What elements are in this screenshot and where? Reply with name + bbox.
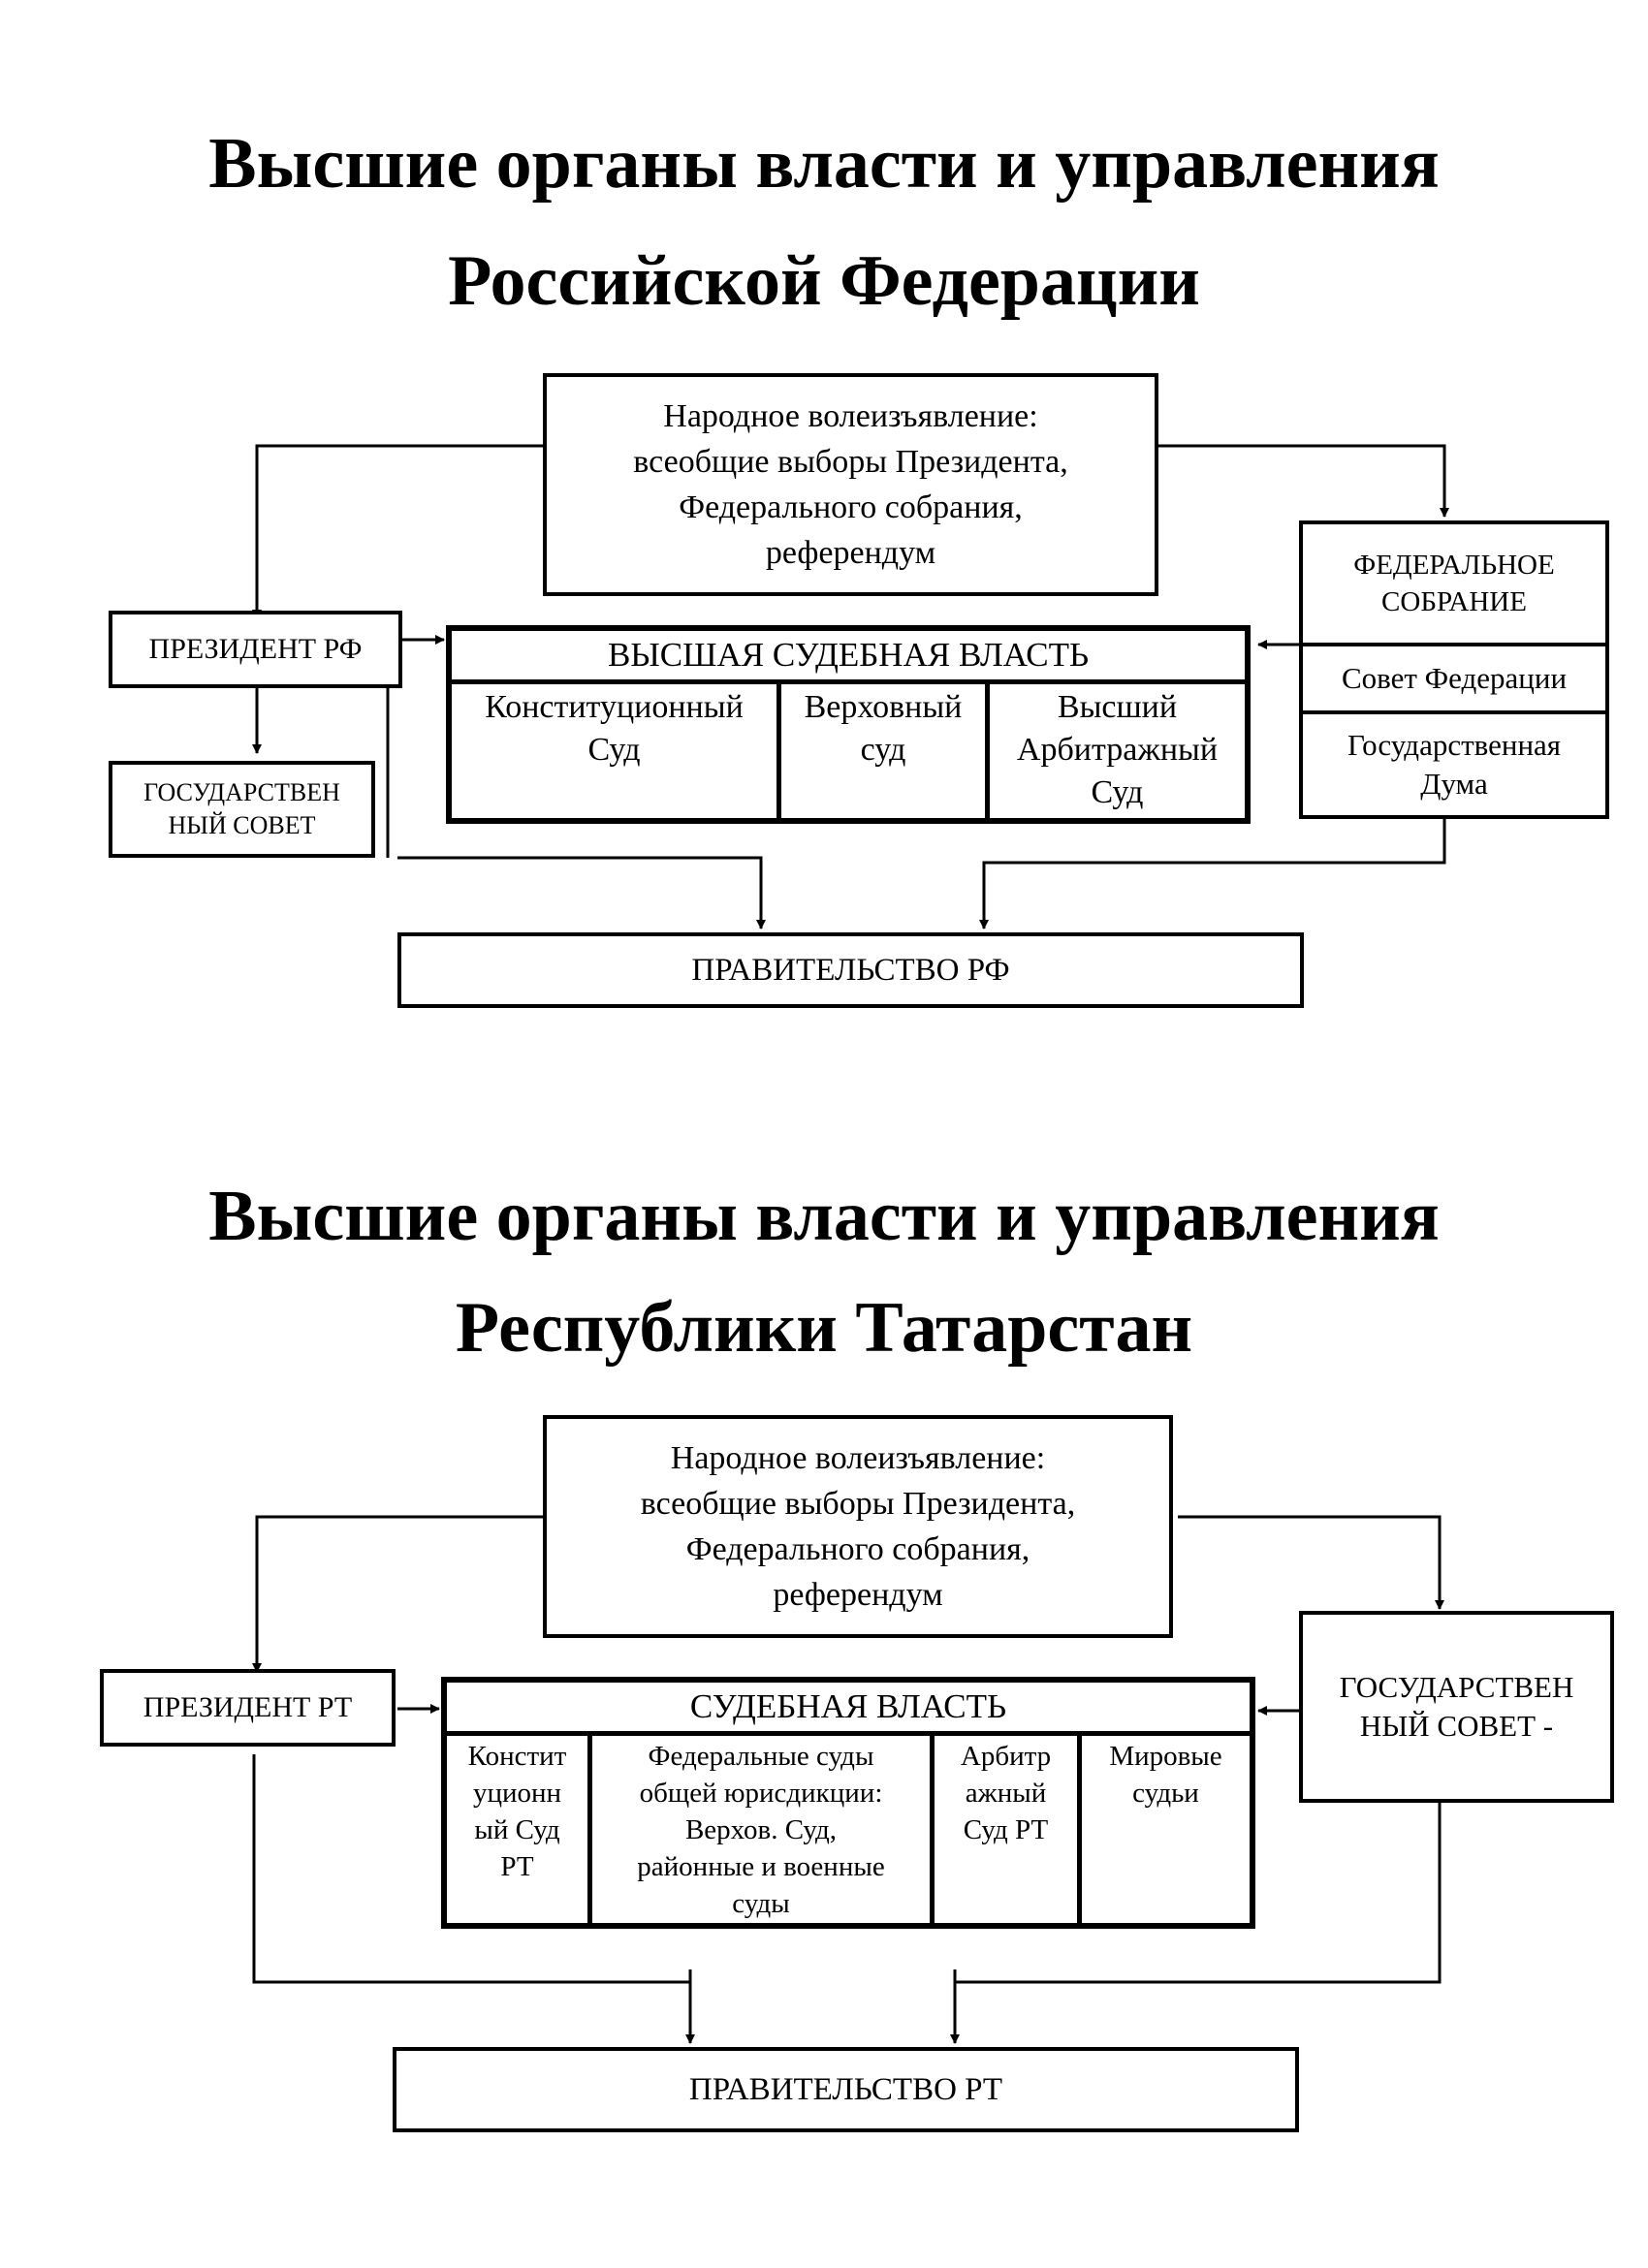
rf-title-line2: Российской Федерации — [448, 241, 1200, 321]
rt-title-line1: Высшие органы власти и управления — [208, 1177, 1440, 1256]
rf-government-label: ПРАВИТЕЛЬСТВО РФ — [691, 952, 1010, 988]
rf-state-council-box: ГОСУДАРСТВЕН НЫЙ СОВЕТ — [109, 761, 375, 858]
rf-state-council-label: ГОСУДАРСТВЕН НЫЙ СОВЕТ — [143, 778, 340, 839]
rf-government-box: ПРАВИТЕЛЬСТВО РФ — [397, 932, 1304, 1008]
rf-president-box: ПРЕЗИДЕНТ РФ — [109, 611, 402, 688]
rf-title-line1: Высшие органы власти и управления — [208, 124, 1440, 204]
rt-president-label: ПРЕЗИДЕНТ РТ — [143, 1691, 353, 1723]
rf-people-box: Народное волеизъявление: всеобщие выборы… — [543, 373, 1158, 596]
rt-court-magistrates: Мировые судьи — [1082, 1736, 1250, 1923]
rf-federation-council-label: Совет Федерации — [1341, 661, 1568, 695]
rf-courts-header: ВЫСШАЯ СУДЕБНАЯ ВЛАСТЬ — [452, 631, 1245, 684]
rt-state-council-box: ГОСУДАРСТВЕН НЫЙ СОВЕТ - — [1299, 1611, 1614, 1803]
rf-federation-council-box: Совет Федерации — [1299, 643, 1609, 714]
rt-courts-box: СУДЕБНАЯ ВЛАСТЬ Констит уционн ый Суд РТ… — [441, 1677, 1255, 1929]
rf-state-duma-box: Государственная Дума — [1299, 710, 1609, 819]
rf-court-arbitration: Высший Арбитражный Суд — [990, 684, 1245, 818]
rt-court-arbitration: Арбитр ажный Суд РТ — [935, 1736, 1082, 1923]
rt-court-constitutional-label: Констит уционн ый Суд РТ — [467, 1741, 567, 1882]
rt-government-box: ПРАВИТЕЛЬСТВО РТ — [393, 2047, 1299, 2132]
rf-court-supreme: Верховный суд — [781, 684, 990, 818]
rt-court-federal-general-label: Федеральные суды общей юрисдикции: Верхо… — [637, 1741, 885, 1919]
rt-court-arbitration-label: Арбитр ажный Суд РТ — [960, 1741, 1052, 1845]
rf-federal-assembly-box: ФЕДЕРАЛЬНОЕ СОБРАНИЕ — [1299, 520, 1609, 646]
rt-president-box: ПРЕЗИДЕНТ РТ — [100, 1669, 396, 1747]
rt-court-federal-general: Федеральные суды общей юрисдикции: Верхо… — [592, 1736, 935, 1923]
rf-court-constitutional-label: Конституционный Суд — [485, 689, 744, 768]
rt-court-constitutional: Констит уционн ый Суд РТ — [447, 1736, 592, 1923]
rt-government-label: ПРАВИТЕЛЬСТВО РТ — [688, 2071, 1003, 2107]
rt-title-line2: Республики Татарстан — [455, 1288, 1193, 1368]
rf-people-text: Народное волеизъявление: всеобщие выборы… — [633, 398, 1068, 571]
rt-court-magistrates-label: Мировые судьи — [1109, 1741, 1222, 1809]
rf-court-arbitration-label: Высший Арбитражный Суд — [1016, 689, 1219, 810]
rt-people-text: Народное волеизъявление: всеобщие выборы… — [640, 1440, 1076, 1613]
rf-courts-box: ВЫСШАЯ СУДЕБНАЯ ВЛАСТЬ Конституционный С… — [446, 625, 1251, 824]
rf-court-supreme-label: Верховный суд — [804, 689, 963, 768]
rf-federal-assembly-label: ФЕДЕРАЛЬНОЕ СОБРАНИЕ — [1353, 550, 1555, 617]
rf-state-duma-label: Государственная Дума — [1347, 728, 1562, 801]
rt-courts-header: СУДЕБНАЯ ВЛАСТЬ — [447, 1683, 1250, 1736]
rt-people-box: Народное волеизъявление: всеобщие выборы… — [543, 1415, 1173, 1638]
rf-court-constitutional: Конституционный Суд — [452, 684, 781, 818]
rf-president-label: ПРЕЗИДЕНТ РФ — [148, 633, 363, 665]
rt-state-council-label: ГОСУДАРСТВЕН НЫЙ СОВЕТ - — [1339, 1670, 1574, 1743]
